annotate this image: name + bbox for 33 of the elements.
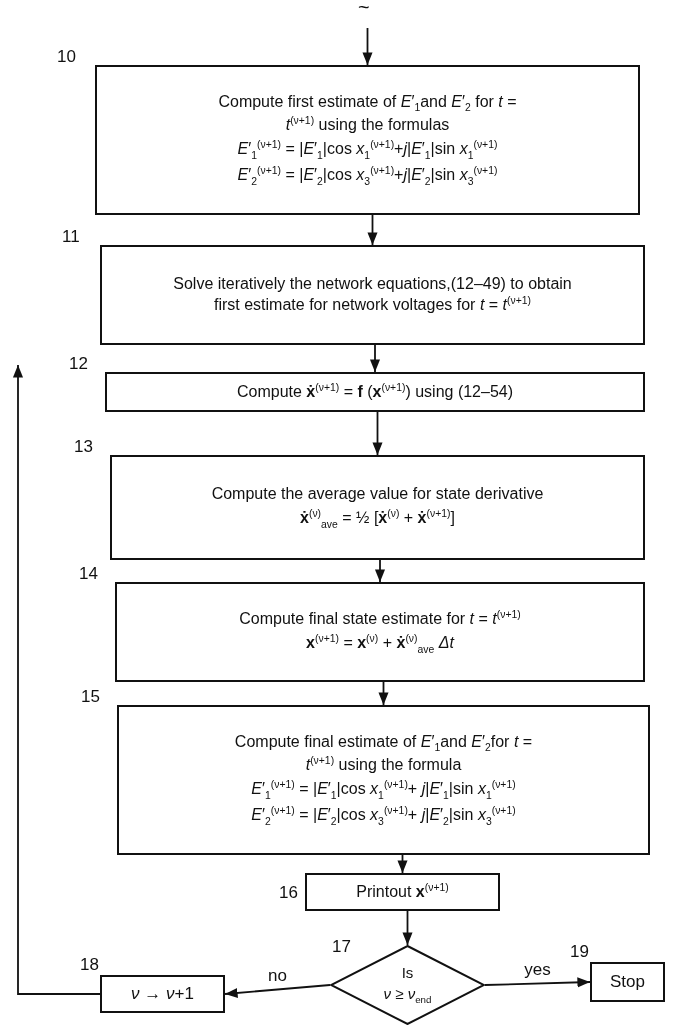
- loop-back-arrow: [12, 364, 101, 995]
- arrow: [367, 214, 378, 246]
- step-number: 14: [79, 564, 98, 584]
- step-number: 13: [74, 437, 93, 457]
- step-text: Compute ẋ$^{(ν+1)}$ = f (x$^{(ν+1)}$) using (12–54): [236, 380, 514, 403]
- formula-text: x$^{(ν+1)}$ = x$^{(ν)}$ + ẋ$^{(ν)}$$_{ave}$ Δt: [306, 632, 454, 657]
- arrow: [224, 984, 331, 998]
- step-text: Is: [401, 962, 414, 983]
- step-text: Solve iteratively the network equations,(12–49) to obtain first estimate for network voltages for t = t$^{(ν+1)}$: [172, 273, 573, 316]
- step-number: 19: [570, 942, 589, 962]
- step-number: 15: [81, 687, 100, 707]
- step-number: 17: [332, 937, 351, 957]
- step-text: Stop: [610, 970, 645, 993]
- arrow: [484, 977, 591, 988]
- step-number: 11: [62, 227, 80, 247]
- arrow: [362, 27, 373, 66]
- arrow: [369, 344, 381, 373]
- formula-text: ν ≥ ν$_{end}$: [383, 984, 432, 1008]
- arrow: [372, 411, 383, 456]
- step-text: Compute final state estimate for t = t$^{(ν+1)}$: [239, 607, 521, 630]
- step-text: Printout x$^{(ν+1)}$: [356, 880, 449, 903]
- step-text: Compute the average value for state derivative: [211, 484, 544, 505]
- step-number: 10: [57, 47, 76, 67]
- arrow: [378, 681, 389, 706]
- formula-text: ẋ$^{(ν)}$$_{ave}$ = ½ [ẋ$^{(ν)}$ + ẋ$^{(ν+1)}$]: [300, 506, 455, 531]
- arrow: [397, 854, 408, 874]
- arrow: [402, 910, 413, 946]
- step-number: 18: [80, 955, 99, 975]
- step-number: 16: [279, 883, 298, 903]
- step-number: 12: [69, 354, 88, 374]
- break-mark: ~: [358, 0, 370, 19]
- arrow: [374, 559, 386, 583]
- step-text: ν → ν+1: [131, 982, 194, 1005]
